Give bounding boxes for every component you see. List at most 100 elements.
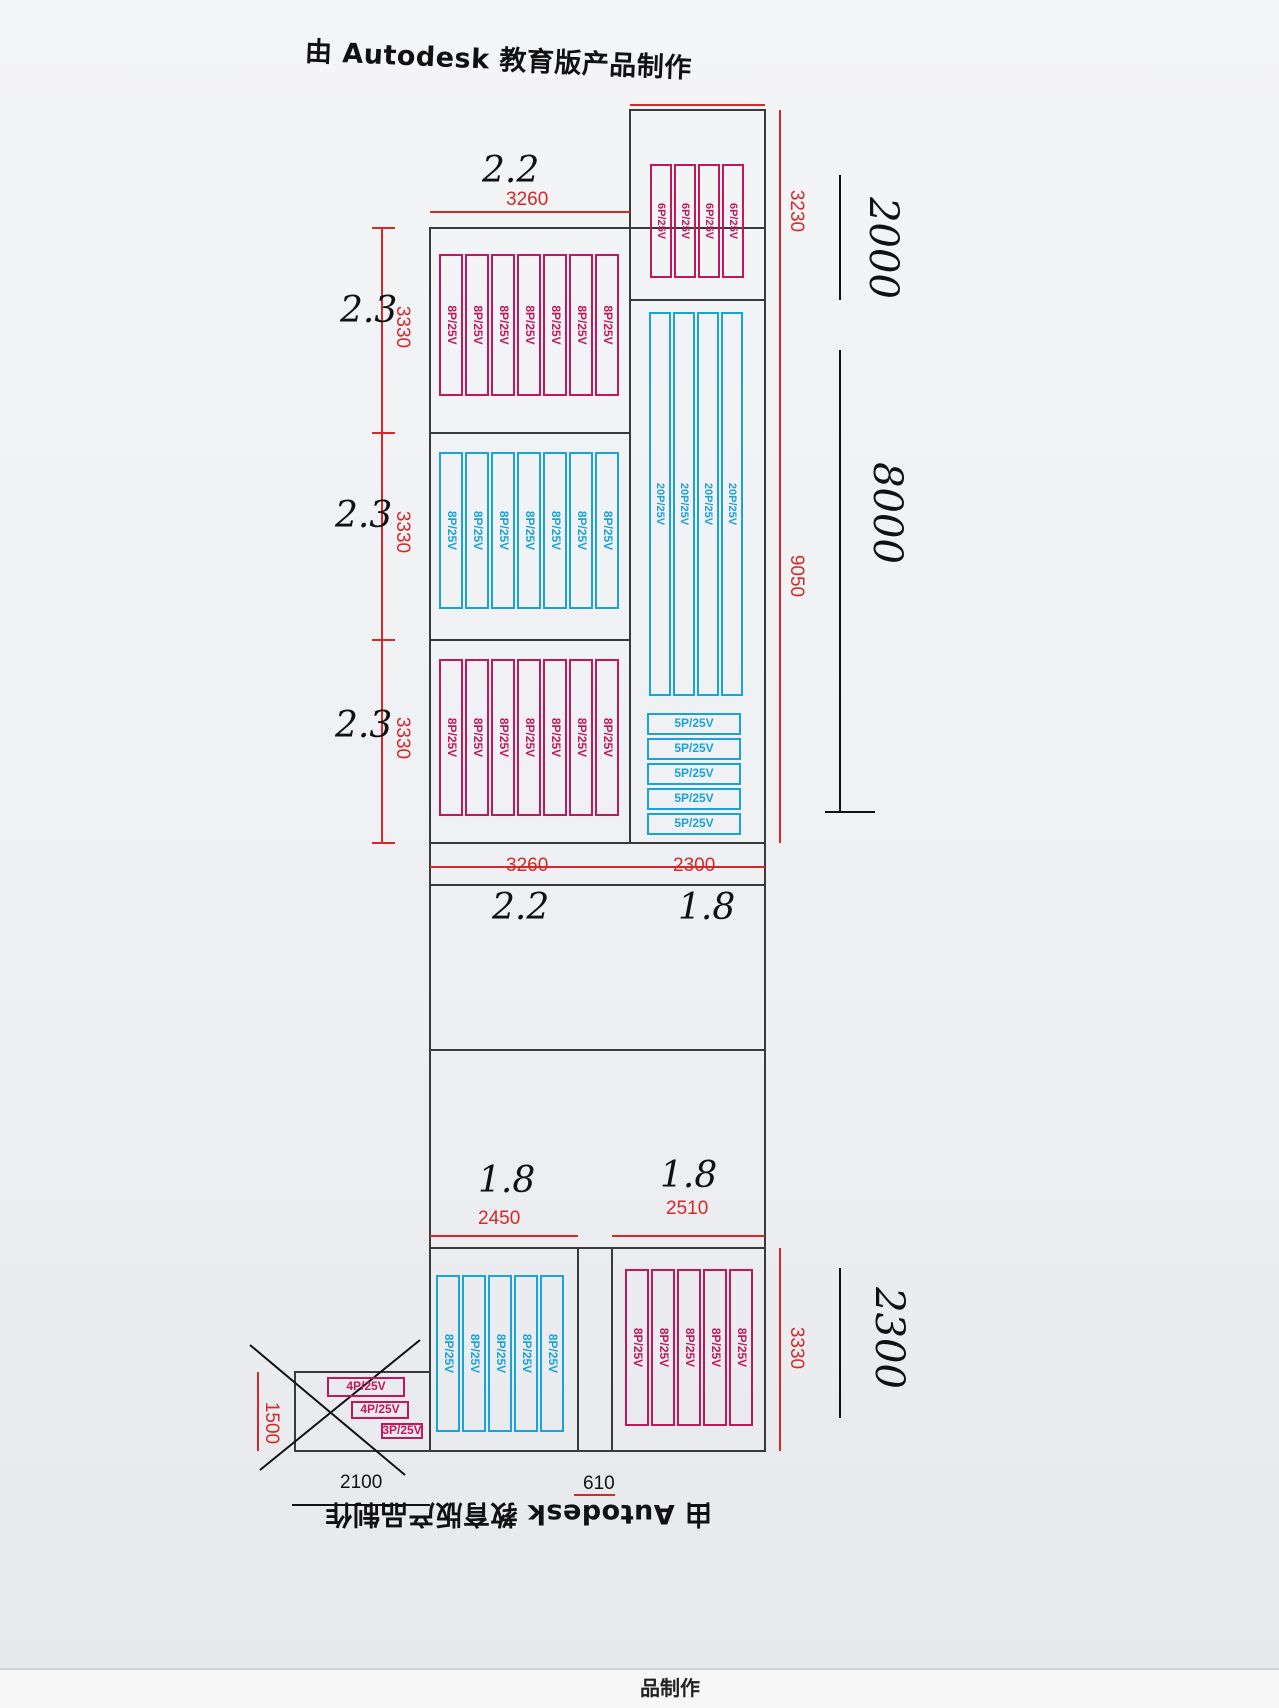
breaker-red-8p: 8P/25V: [703, 1269, 727, 1426]
svg-text:8P/25V: 8P/25V: [601, 718, 615, 757]
dim-right-tall-height: 9050: [786, 554, 808, 598]
breaker-blue-20p: 20P/25V: [673, 312, 695, 696]
breaker-blue-5p: 5P/25V: [647, 763, 741, 785]
breaker-blue-8p: 8P/25V: [488, 1275, 512, 1432]
breaker-red-8p: 8P/25V: [517, 254, 541, 396]
breaker-blue-8p: 8P/25V: [514, 1275, 538, 1432]
svg-text:8P/25V: 8P/25V: [657, 1328, 671, 1367]
hand-right-tall: 8000: [863, 462, 910, 564]
dim-left-height-3: 3330: [392, 716, 414, 760]
svg-text:6P/25V: 6P/25V: [727, 203, 739, 240]
breaker-blue-8p: 8P/25V: [540, 1275, 564, 1432]
breaker-red-8p: 8P/25V: [595, 659, 619, 816]
breaker-red-4p: 4P/25V: [327, 1377, 405, 1397]
svg-text:8P/25V: 8P/25V: [497, 511, 511, 550]
breaker-red-3p: 3P/25V: [381, 1423, 423, 1439]
svg-text:8P/25V: 8P/25V: [445, 305, 459, 344]
breaker-red-8p: 8P/25V: [517, 659, 541, 816]
breaker-blue-8p: 8P/25V: [517, 452, 541, 609]
svg-text:8P/25V: 8P/25V: [445, 718, 459, 757]
svg-text:20P/25V: 20P/25V: [726, 483, 738, 526]
svg-text:5P/25V: 5P/25V: [674, 766, 713, 780]
svg-text:8P/25V: 8P/25V: [549, 305, 563, 344]
breaker-blue-8p: 8P/25V: [569, 452, 593, 609]
svg-text:6P/25V: 6P/25V: [655, 203, 667, 240]
svg-text:8P/25V: 8P/25V: [523, 305, 537, 344]
svg-text:8P/25V: 8P/25V: [523, 511, 537, 550]
svg-text:8P/25V: 8P/25V: [549, 718, 563, 757]
breaker-red-8p: 8P/25V: [595, 254, 619, 396]
svg-text:8P/25V: 8P/25V: [575, 718, 589, 757]
svg-text:8P/25V: 8P/25V: [601, 305, 615, 344]
svg-text:8P/25V: 8P/25V: [442, 1334, 456, 1373]
breaker-red-6p: 6P/25V: [650, 164, 672, 278]
breaker-blue-20p: 20P/25V: [697, 312, 719, 696]
svg-text:20P/25V: 20P/25V: [678, 483, 690, 526]
svg-text:8P/25V: 8P/25V: [683, 1328, 697, 1367]
svg-text:20P/25V: 20P/25V: [654, 483, 666, 526]
svg-text:5P/25V: 5P/25V: [674, 816, 713, 830]
dim-mid-right-width: 2300: [673, 855, 716, 876]
svg-text:5P/25V: 5P/25V: [674, 716, 713, 730]
breaker-red-8p: 8P/25V: [651, 1269, 675, 1426]
dim-right-top-height: 3230: [786, 189, 808, 233]
hand-dimension-lines: [249, 175, 875, 1506]
hand-left-1: 2.3: [340, 290, 398, 331]
svg-text:8P/25V: 8P/25V: [523, 718, 537, 757]
hand-bottom-right: 1.8: [660, 1155, 718, 1196]
svg-text:8P/25V: 8P/25V: [546, 1334, 560, 1373]
breaker-blue-8p: 8P/25V: [436, 1275, 460, 1432]
hand-mid-left: 2.2: [492, 887, 550, 928]
breaker-red-8p: 8P/25V: [543, 659, 567, 816]
next-page-text: 品制作: [640, 1678, 700, 1700]
dim-annex-width: 2100: [340, 1472, 383, 1493]
svg-text:4P/25V: 4P/25V: [360, 1402, 399, 1416]
breaker-red-8p: 8P/25V: [491, 659, 515, 816]
svg-text:8P/25V: 8P/25V: [631, 1328, 645, 1367]
dim-top-room-width: 3260: [506, 189, 549, 210]
breaker-blue-20p: 20P/25V: [649, 312, 671, 696]
hand-right-top: 2000: [859, 197, 906, 299]
svg-text:8P/25V: 8P/25V: [735, 1328, 749, 1367]
svg-text:6P/25V: 6P/25V: [679, 203, 691, 240]
breaker-red-8p: 8P/25V: [465, 659, 489, 816]
svg-text:5P/25V: 5P/25V: [674, 791, 713, 805]
svg-text:8P/25V: 8P/25V: [468, 1334, 482, 1373]
breaker-blue-20p: 20P/25V: [721, 312, 743, 696]
breaker-blue-5p: 5P/25V: [647, 813, 741, 835]
breaker-blue-5p: 5P/25V: [647, 713, 741, 735]
svg-text:8P/25V: 8P/25V: [497, 305, 511, 344]
breaker-blue-5p: 5P/25V: [647, 788, 741, 810]
breaker-blue-8p: 8P/25V: [595, 452, 619, 609]
hand-bottom-right-side: 2300: [865, 1287, 912, 1389]
breaker-red-8p: 8P/25V: [439, 254, 463, 396]
dim-left-height-2: 3330: [392, 510, 414, 554]
breaker-blue-8p: 8P/25V: [491, 452, 515, 609]
svg-text:8P/25V: 8P/25V: [549, 511, 563, 550]
svg-text:8P/25V: 8P/25V: [575, 511, 589, 550]
svg-text:8P/25V: 8P/25V: [471, 305, 485, 344]
breaker-blue-5p: 5P/25V: [647, 738, 741, 760]
svg-text:4P/25V: 4P/25V: [346, 1379, 385, 1393]
breaker-blue-8p: 8P/25V: [543, 452, 567, 609]
breaker-blue-8p: 8P/25V: [465, 452, 489, 609]
next-page-edge: 品制作: [0, 1668, 1279, 1708]
breaker-red-8p: 8P/25V: [439, 659, 463, 816]
dim-bottom-right-height: 3330: [786, 1326, 808, 1370]
svg-text:8P/25V: 8P/25V: [601, 511, 615, 550]
svg-text:8P/25V: 8P/25V: [471, 718, 485, 757]
dim-bottom-left-width: 2450: [478, 1208, 521, 1229]
breaker-red-8p: 8P/25V: [465, 254, 489, 396]
svg-text:6P/25V: 6P/25V: [703, 203, 715, 240]
svg-text:8P/25V: 8P/25V: [520, 1334, 534, 1373]
breaker-red-8p: 8P/25V: [569, 659, 593, 816]
hand-left-3: 2.3: [335, 705, 393, 746]
hand-top-width: 2.2: [482, 150, 540, 191]
dim-mid-left-width: 3260: [506, 855, 549, 876]
hand-mid-right: 1.8: [678, 887, 736, 928]
breaker-red-8p: 8P/25V: [491, 254, 515, 396]
svg-text:20P/25V: 20P/25V: [702, 483, 714, 526]
breaker-red-8p: 8P/25V: [543, 254, 567, 396]
dim-annex-height: 1500: [261, 1401, 283, 1445]
